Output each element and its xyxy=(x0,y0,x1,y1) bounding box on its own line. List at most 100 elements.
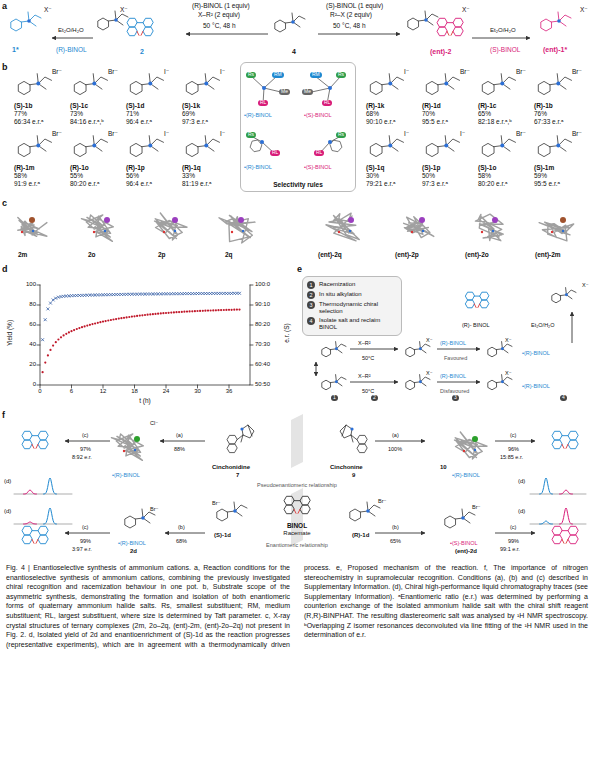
figure-label: X⁻ xyxy=(462,6,470,13)
figure-label: X⁻ xyxy=(505,370,512,376)
yield-point xyxy=(70,330,72,332)
atom-sphere xyxy=(134,449,136,451)
yield-point xyxy=(120,317,122,319)
substituent-badge: Rs xyxy=(336,132,346,138)
quinuclidine-frame xyxy=(340,425,357,442)
bond-line xyxy=(550,74,572,89)
atom-sphere xyxy=(411,231,413,233)
bond-line xyxy=(474,296,479,297)
phenyl-ring xyxy=(406,347,414,357)
hplc-peak xyxy=(44,508,57,524)
figure-label: 50 °C, 48 h xyxy=(333,22,366,29)
figure-label: (c) xyxy=(510,432,516,438)
yield-point xyxy=(76,328,78,330)
yield-point xyxy=(215,309,217,311)
figure-label: (S)-1o xyxy=(478,164,496,171)
nitrogen-atom xyxy=(419,347,422,350)
nitrogen-atom xyxy=(556,144,560,148)
substituent-badge: Rs xyxy=(246,72,256,78)
halide-sphere xyxy=(172,217,178,223)
halide-sphere xyxy=(238,217,244,223)
figure-label: 18 xyxy=(131,388,138,395)
figure-label: (R)-1o xyxy=(70,164,89,171)
bond-line xyxy=(30,136,52,151)
figure-label: •(R)-BINOL xyxy=(522,383,550,389)
figure-label: 99% xyxy=(508,538,519,544)
hydroxyl-group xyxy=(474,304,479,308)
figure-label: X⁻ xyxy=(120,6,128,13)
quinoline-ring xyxy=(357,435,367,452)
panel-letter: e xyxy=(297,264,302,274)
figure-label: •(R)-BINOL xyxy=(118,540,146,546)
figure-label: •(R)-BINOL xyxy=(522,350,550,356)
nitrogen-atom xyxy=(36,144,40,148)
figure-label: 60:40 xyxy=(255,361,270,368)
yield-point xyxy=(91,323,93,325)
atom-sphere xyxy=(231,231,233,233)
figure-label: 58% xyxy=(478,172,491,179)
hydroxyl-group xyxy=(562,539,568,543)
yield-point xyxy=(73,329,75,331)
yield-point xyxy=(204,310,206,312)
yield-point xyxy=(78,327,80,329)
nitrogen-atom xyxy=(92,144,96,148)
phenyl-ring xyxy=(322,380,330,390)
yield-point xyxy=(107,319,109,321)
nitrogen-atom xyxy=(444,144,448,148)
figure-label: 50% xyxy=(422,172,435,179)
yield-point xyxy=(170,312,172,314)
figure-label: (ent)-2p xyxy=(395,251,419,258)
binol-structure xyxy=(284,496,310,513)
bond-line xyxy=(86,74,108,89)
figure-label: 80 xyxy=(29,301,36,308)
figure-label: (d) xyxy=(518,508,525,515)
yield-point xyxy=(186,311,188,313)
phenyl-ring xyxy=(552,293,560,303)
yield-point xyxy=(191,310,193,312)
hydroxyl-group xyxy=(137,31,143,35)
figure-label: 7 xyxy=(236,472,239,479)
figure-label: (S)-1m xyxy=(534,164,554,171)
figure-label: (b) xyxy=(178,524,185,530)
bond-line xyxy=(551,12,571,26)
yield-point xyxy=(133,315,135,317)
figure-label: 71% xyxy=(126,110,139,117)
bond-line xyxy=(494,136,516,151)
nitrogen-atom xyxy=(328,86,332,90)
figure-label: (ent)-2q xyxy=(318,251,342,258)
phenyl-ring xyxy=(98,18,108,30)
phenyl-ring xyxy=(18,81,29,94)
nitrogen-atom xyxy=(556,82,560,86)
atom-sphere xyxy=(562,230,564,232)
yield-point xyxy=(112,318,114,320)
phenyl-ring xyxy=(74,143,85,156)
hydroxyl-group xyxy=(32,539,38,543)
phenyl-ring xyxy=(217,509,227,521)
quinoline-ring xyxy=(227,435,237,452)
figure-label: 90:10 xyxy=(255,301,270,308)
atom-sphere xyxy=(21,231,23,233)
nitrogen-atom xyxy=(501,380,504,383)
hplc-peak xyxy=(560,490,573,494)
binol-structure xyxy=(552,526,578,543)
yield-point xyxy=(81,326,83,328)
figure-label: Br⁻ xyxy=(108,68,118,75)
bond-line xyxy=(562,530,568,531)
yield-point xyxy=(231,309,233,311)
figure-caption: Fig. 4 | Enantioselective synthesis of a… xyxy=(6,563,588,649)
figure-label: 79:21 e.r.ᵃ xyxy=(366,180,396,187)
figure-label: 65% xyxy=(390,538,401,544)
phenyl-ring xyxy=(445,516,455,528)
figure-label: (S)-1p xyxy=(422,164,440,171)
figure-label: (S)-1b xyxy=(14,102,32,109)
nitrogen-atom xyxy=(240,427,243,430)
yield-point xyxy=(68,331,70,333)
step-text: In situ alkylation xyxy=(319,291,397,298)
figure-label: 0 xyxy=(38,388,41,395)
yield-point xyxy=(84,325,86,327)
hydroxyl-group xyxy=(447,31,453,35)
figure-label: 30% xyxy=(366,172,379,179)
figure-label: 96:4 e.r.ᵃ xyxy=(126,118,152,125)
figure-label: R²–X (2 equiv) xyxy=(330,11,372,18)
hplc-peak xyxy=(24,490,37,494)
